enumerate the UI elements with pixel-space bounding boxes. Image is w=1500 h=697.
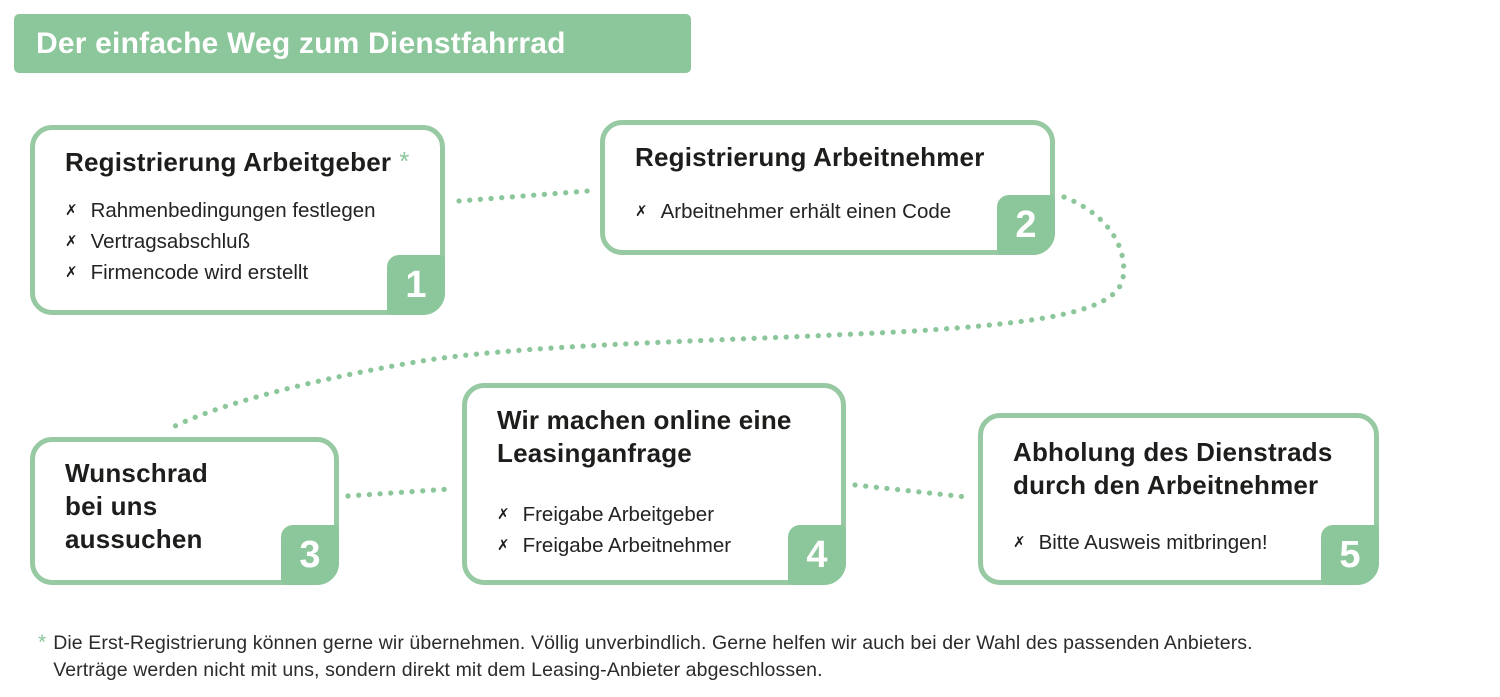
step-box-3: Wunschrad bei uns aussuchen 3 (30, 437, 339, 585)
page-title-banner: Der einfache Weg zum Dienstfahrrad (14, 14, 691, 73)
footnote-text: Die Erst-Registrierung können gerne wir … (53, 632, 1253, 681)
step-2-bullets: ✗ Arbeitnehmer erhält einen Code (635, 197, 1030, 228)
step-5-title: Abholung des Dienstrads durch den Arbeit… (1013, 437, 1333, 500)
cross-bullet-icon: ✗ (635, 202, 648, 220)
list-item: ✗ Firmencode wird erstellt (65, 258, 420, 289)
step-number-badge: 1 (387, 255, 445, 315)
step-box-1: Registrierung Arbeitgeber * ✗ Rahmenbedi… (30, 125, 445, 315)
cross-bullet-icon: ✗ (65, 263, 78, 281)
list-item: ✗ Freigabe Arbeitgeber (497, 500, 821, 531)
bullet-text: Arbeitnehmer erhält einen Code (660, 200, 952, 223)
cross-bullet-icon: ✗ (497, 536, 510, 554)
list-item: ✗ Bitte Ausweis mitbringen! (1013, 528, 1354, 559)
cross-bullet-icon: ✗ (65, 232, 78, 250)
step-number-badge: 2 (997, 195, 1055, 255)
step-1-bullets: ✗ Rahmenbedingungen festlegen ✗ Vertrags… (65, 196, 420, 289)
step-3-title: Wunschrad bei uns aussuchen (65, 458, 208, 554)
bullet-text: Firmencode wird erstellt (90, 261, 309, 284)
footnote-asterisk-marker: * (399, 146, 410, 176)
cross-bullet-icon: ✗ (65, 201, 78, 219)
footnote: * Die Erst-Registrierung können gerne wi… (38, 630, 1253, 683)
cross-bullet-icon: ✗ (497, 505, 510, 523)
step-number-badge: 3 (281, 525, 339, 585)
step-4-bullets: ✗ Freigabe Arbeitgeber ✗ Freigabe Arbeit… (497, 500, 821, 562)
connector-step1-step2 (456, 188, 591, 204)
connector-step4-step5 (852, 482, 969, 500)
step-box-5: Abholung des Dienstrads durch den Arbeit… (978, 413, 1379, 585)
bullet-text: Vertragsabschluß (90, 230, 251, 253)
list-item: ✗ Rahmenbedingungen festlegen (65, 196, 420, 227)
bullet-text: Freigabe Arbeitnehmer (522, 534, 732, 557)
step-box-4: Wir machen online eine Leasinganfrage ✗ … (462, 383, 846, 585)
connector-step2-step3 (170, 194, 1127, 430)
bullet-text: Bitte Ausweis mitbringen! (1038, 531, 1268, 554)
step-1-title: Registrierung Arbeitgeber (65, 147, 392, 177)
cross-bullet-icon: ✗ (1013, 533, 1026, 551)
connector-step3-step4 (345, 486, 453, 499)
list-item: ✗ Freigabe Arbeitnehmer (497, 531, 821, 562)
step-4-title: Wir machen online eine Leasinganfrage (497, 405, 792, 468)
bullet-text: Rahmenbedingungen festlegen (90, 199, 376, 222)
list-item: ✗ Vertragsabschluß (65, 227, 420, 258)
asterisk-icon: * (38, 631, 47, 654)
bullet-text: Freigabe Arbeitgeber (522, 503, 715, 526)
list-item: ✗ Arbeitnehmer erhält einen Code (635, 197, 1030, 228)
step-box-2: Registrierung Arbeitnehmer ✗ Arbeitnehme… (600, 120, 1055, 255)
step-2-title: Registrierung Arbeitnehmer (635, 142, 985, 172)
page-title: Der einfache Weg zum Dienstfahrrad (36, 26, 566, 60)
step-number-badge: 5 (1321, 525, 1379, 585)
step-5-bullets: ✗ Bitte Ausweis mitbringen! (1013, 528, 1354, 559)
step-number-badge: 4 (788, 525, 846, 585)
